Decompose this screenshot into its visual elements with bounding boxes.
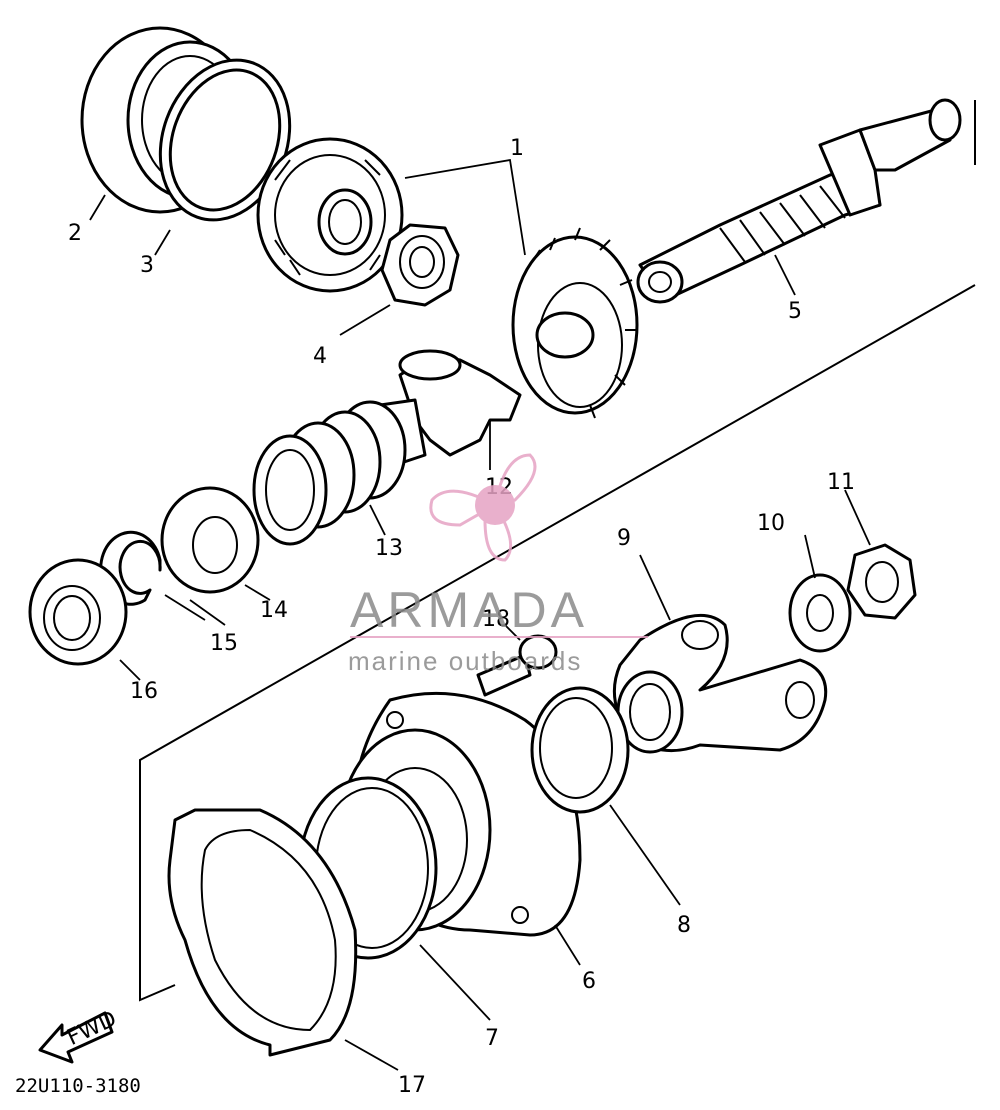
- label-11: 11: [827, 470, 855, 495]
- watermark-subtitle: marine outboards: [348, 646, 582, 676]
- part-8-oil-seal: [530, 686, 630, 814]
- label-7: 7: [485, 1026, 499, 1051]
- watermark-title: ARMADA: [350, 582, 588, 638]
- propeller-icon: [429, 453, 537, 562]
- part-1-bevel-gear: [511, 227, 639, 419]
- label-17: 17: [398, 1073, 426, 1098]
- label-18: 18: [482, 607, 510, 632]
- part-4-nut: [380, 223, 460, 307]
- arrow-left-icon: FWD: [38, 1007, 121, 1064]
- leader-lines: [89, 158, 871, 1071]
- label-1: 1: [510, 136, 524, 161]
- label-8: 8: [677, 913, 691, 938]
- frame-lines: [139, 100, 976, 1002]
- label-10: 10: [757, 511, 785, 536]
- part-10-washer: [788, 573, 852, 653]
- label-3: 3: [140, 253, 154, 278]
- fwd-label: FWD: [63, 1007, 120, 1051]
- part-3-shim: [158, 58, 292, 222]
- label-16: 16: [130, 679, 158, 704]
- label-5: 5: [788, 299, 802, 324]
- label-13: 13: [375, 536, 403, 561]
- part-16-bearing: [28, 558, 128, 666]
- label-9: 9: [617, 526, 631, 551]
- part-11-nut: [846, 543, 917, 620]
- diagram-code: 22U110-3180: [15, 1075, 141, 1097]
- part-14-washer: [160, 486, 260, 594]
- watermark: ARMADA marine outboards: [348, 453, 648, 676]
- label-4: 4: [313, 344, 327, 369]
- part-5-drive-shaft: [636, 98, 962, 304]
- part-17-shim-plate: [167, 808, 358, 1057]
- part-18-bolt: [476, 634, 558, 697]
- part-1-pinion-gear: [256, 137, 404, 293]
- part-13-spring: [252, 400, 407, 546]
- label-14: 14: [260, 598, 288, 623]
- label-2: 2: [68, 221, 82, 246]
- label-15: 15: [210, 631, 238, 656]
- label-6: 6: [582, 969, 596, 994]
- part-9-yoke: [612, 613, 828, 754]
